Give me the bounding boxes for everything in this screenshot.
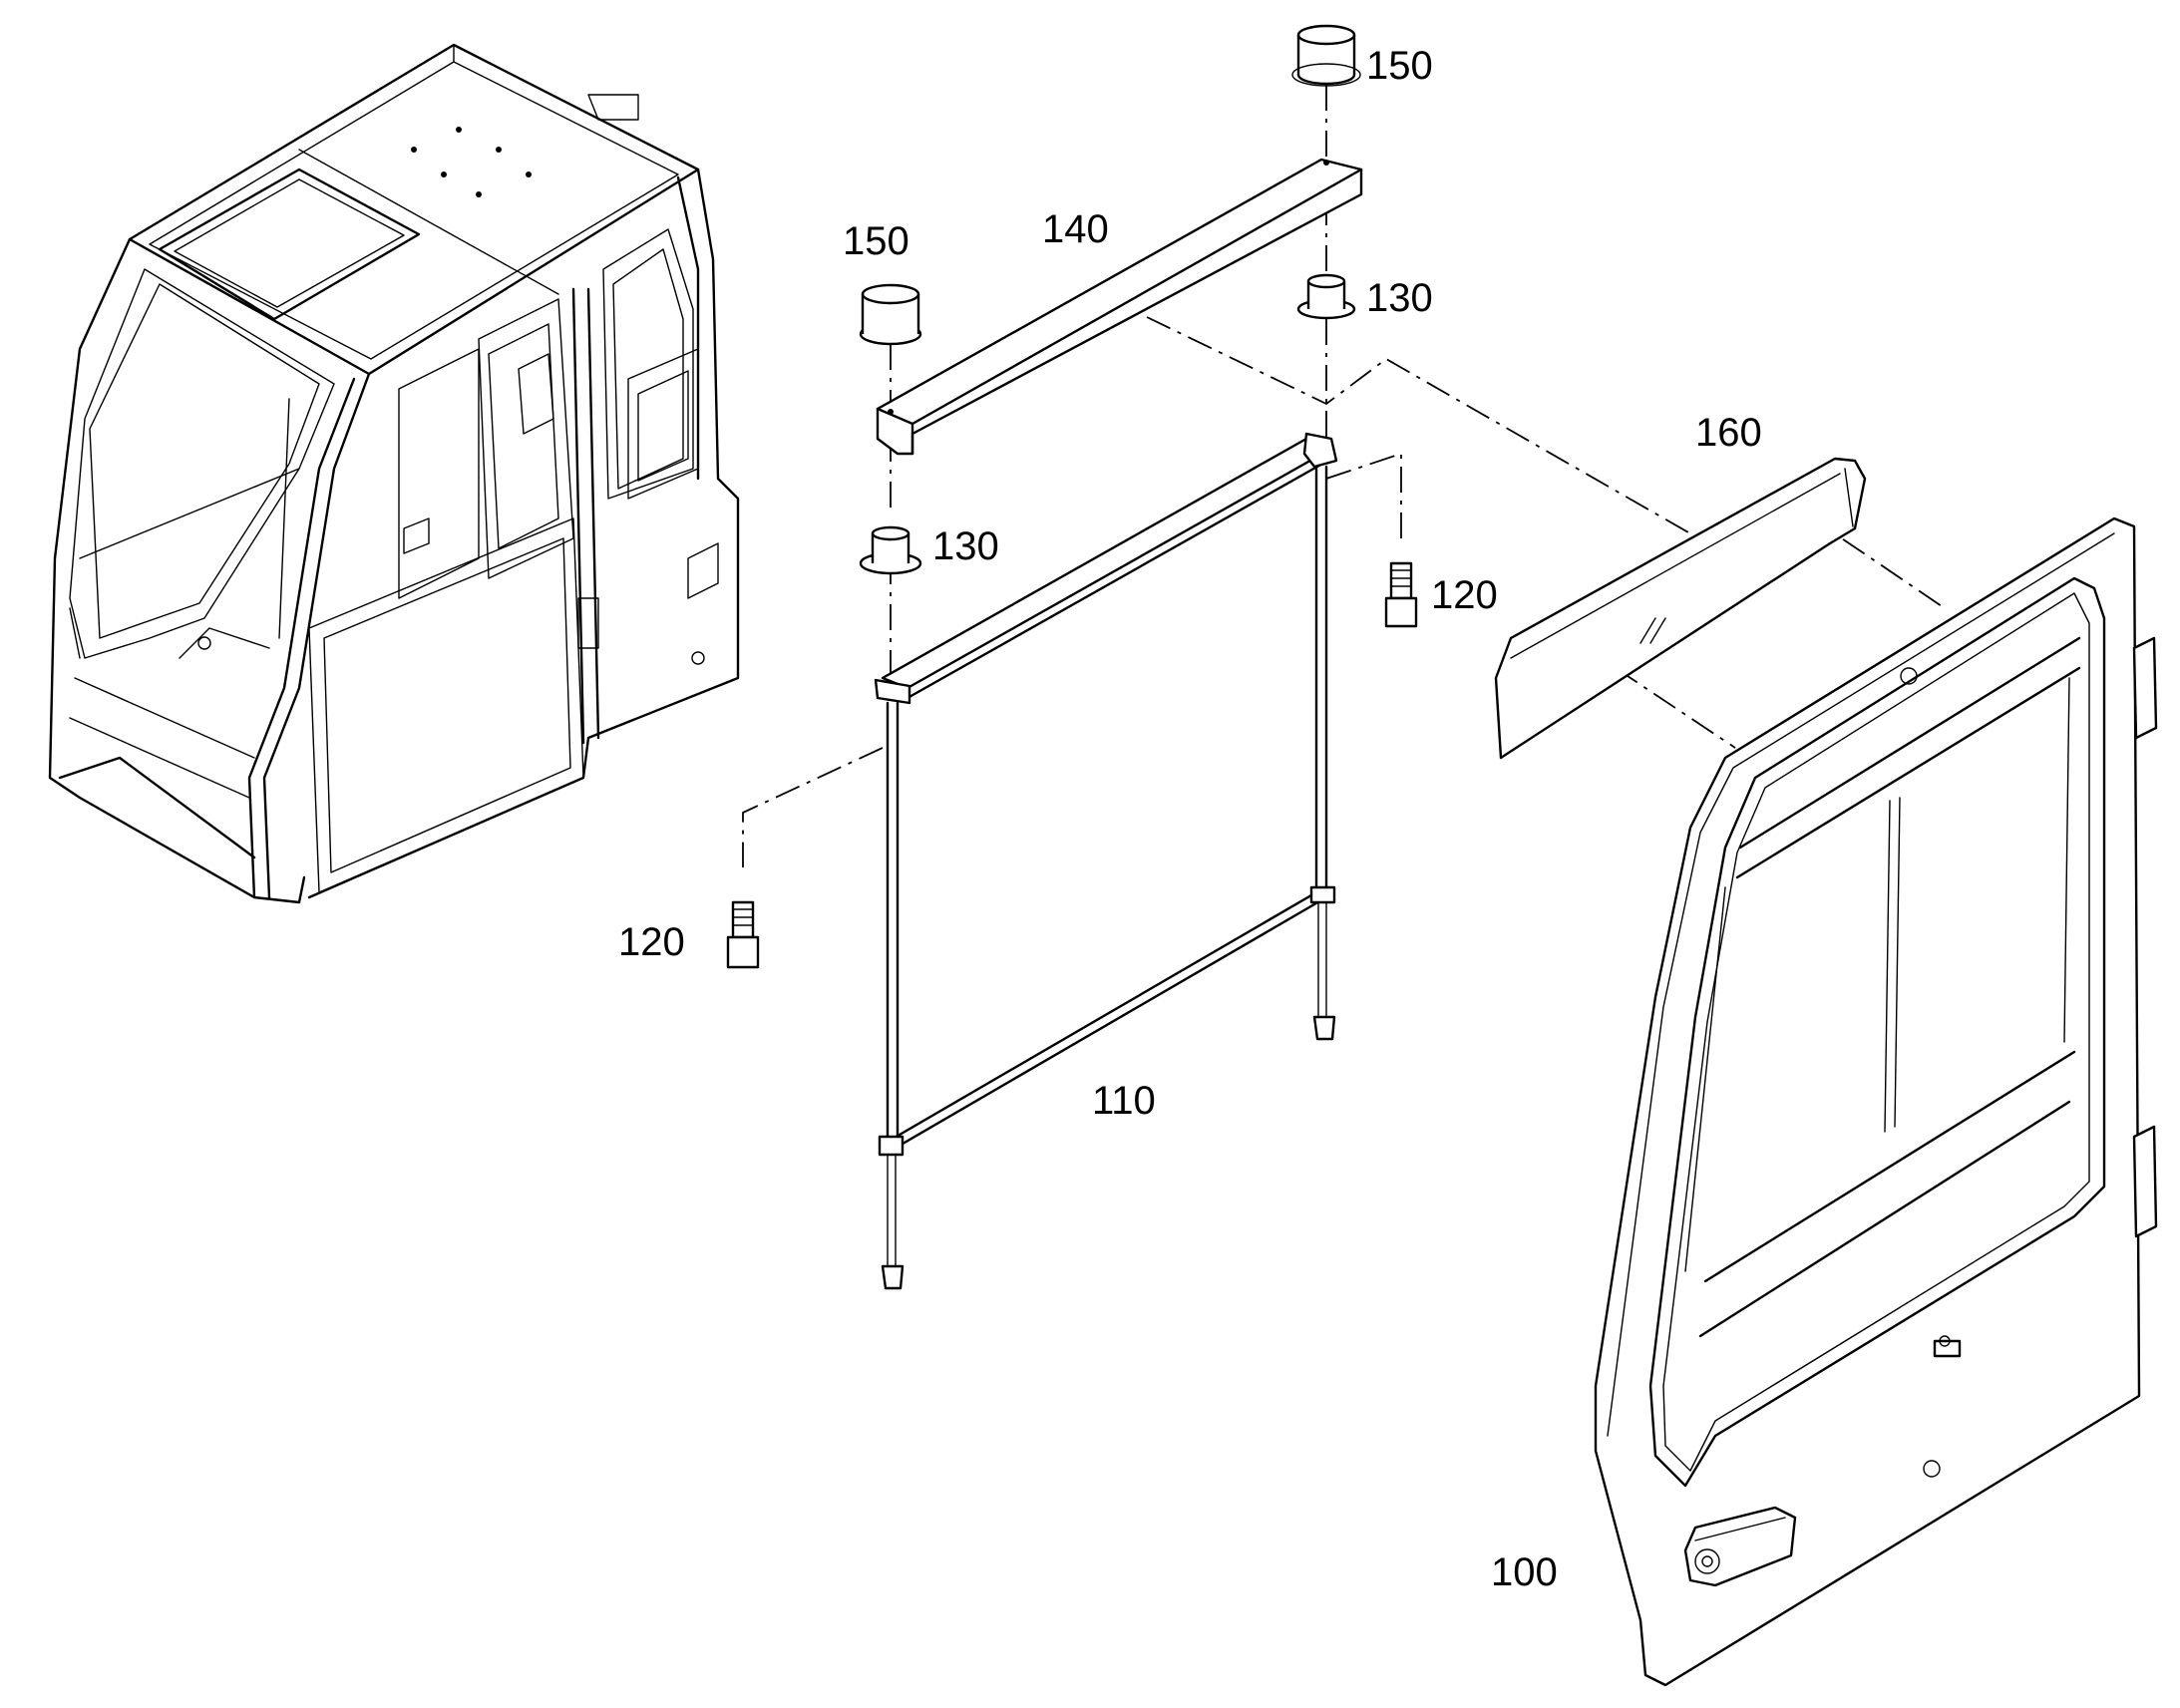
callout-bracket: 140 <box>1042 207 1109 251</box>
callout-visor: 160 <box>1695 411 1762 455</box>
callout-bushing-left: 130 <box>932 524 999 568</box>
callout-sunshade-frame: 110 <box>1092 1079 1156 1123</box>
bushing-left-part <box>859 525 922 575</box>
bolt-left-part <box>726 900 760 969</box>
sunshade-frame-part <box>874 432 1338 1290</box>
bracket-part <box>876 158 1363 456</box>
callout-bushing-right: 130 <box>1366 276 1433 320</box>
bushing-right-part <box>1296 273 1356 320</box>
callout-bolt-left: 120 <box>618 920 685 964</box>
visor-part <box>1494 457 1867 760</box>
cab-illustration <box>48 43 740 904</box>
cap-top-part <box>1291 24 1361 87</box>
callout-cap-top: 150 <box>1366 44 1433 88</box>
assembly-leader-lines <box>742 85 1946 867</box>
callout-cap-left: 150 <box>843 219 909 263</box>
callout-bolt-right: 120 <box>1431 573 1498 617</box>
callout-door: 100 <box>1491 1550 1558 1594</box>
bolt-right-part <box>1384 561 1418 628</box>
cap-left-part <box>859 283 922 346</box>
door-part <box>1594 516 2158 1687</box>
